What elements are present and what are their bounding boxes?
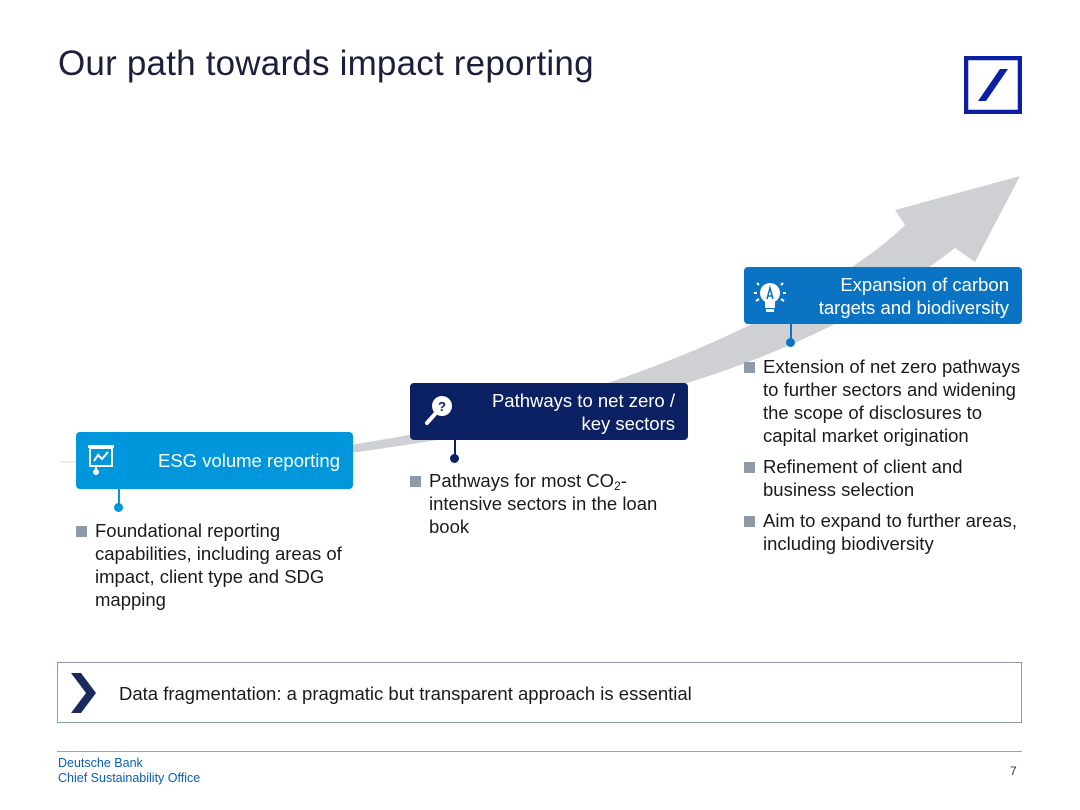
stage-2-bullets: Pathways for most CO2-intensive sectors … — [410, 469, 685, 546]
connector-dot — [114, 503, 123, 512]
bullet-text: Pathways for most CO — [429, 470, 615, 491]
page-number: 7 — [1010, 764, 1017, 778]
magnifier-question-icon: ? — [425, 396, 452, 425]
bullet-item: Extension of net zero pathways to furthe… — [744, 355, 1022, 447]
stage-expansion-carbon-targets: Expansion of carbon targets and biodiver… — [744, 267, 1022, 324]
bullet-item: Foundational reporting capabilities, inc… — [76, 519, 351, 611]
footer-divider — [57, 751, 1022, 752]
connector-line — [118, 489, 120, 505]
callout-box: Data fragmentation: a pragmatic but tran… — [57, 662, 1022, 723]
stage-label: Pathways to net zero / key sectors — [491, 389, 675, 434]
stage-pathways-net-zero: ? Pathways to net zero / key sectors — [410, 383, 688, 440]
lightbulb-icon — [754, 282, 786, 312]
stage-label: Expansion of carbon targets and biodiver… — [818, 273, 1009, 318]
bullet-item: Refinement of client and business select… — [744, 455, 1022, 501]
stage-esg-volume-reporting: ESG volume reporting — [76, 432, 353, 489]
stage-label: ESG volume reporting — [157, 450, 340, 471]
bullet-item: Aim to expand to further areas, includin… — [744, 509, 1022, 555]
footer-company: Deutsche Bank Chief Sustainability Offic… — [58, 756, 200, 786]
connector-dot — [450, 454, 459, 463]
connector-dot — [786, 338, 795, 347]
company-name: Deutsche Bank — [58, 756, 143, 770]
bullet-item: Pathways for most CO2-intensive sectors … — [410, 469, 685, 538]
deutsche-bank-logo — [964, 56, 1022, 114]
stage-1-bullets: Foundational reporting capabilities, inc… — [76, 519, 351, 619]
page-title: Our path towards impact reporting — [58, 44, 594, 83]
connector-line — [790, 324, 792, 340]
callout-text: Data fragmentation: a pragmatic but tran… — [119, 683, 692, 704]
subscript: 2 — [614, 479, 621, 493]
connector-line — [454, 440, 456, 456]
presentation-chart-icon — [88, 445, 114, 475]
bullet-text: -intensive sectors in the loan book — [429, 470, 658, 537]
svg-text:?: ? — [438, 399, 446, 414]
stage-3-bullets: Extension of net zero pathways to furthe… — [744, 355, 1022, 563]
department-name: Chief Sustainability Office — [58, 771, 201, 785]
chevron-right-icon — [71, 673, 96, 713]
